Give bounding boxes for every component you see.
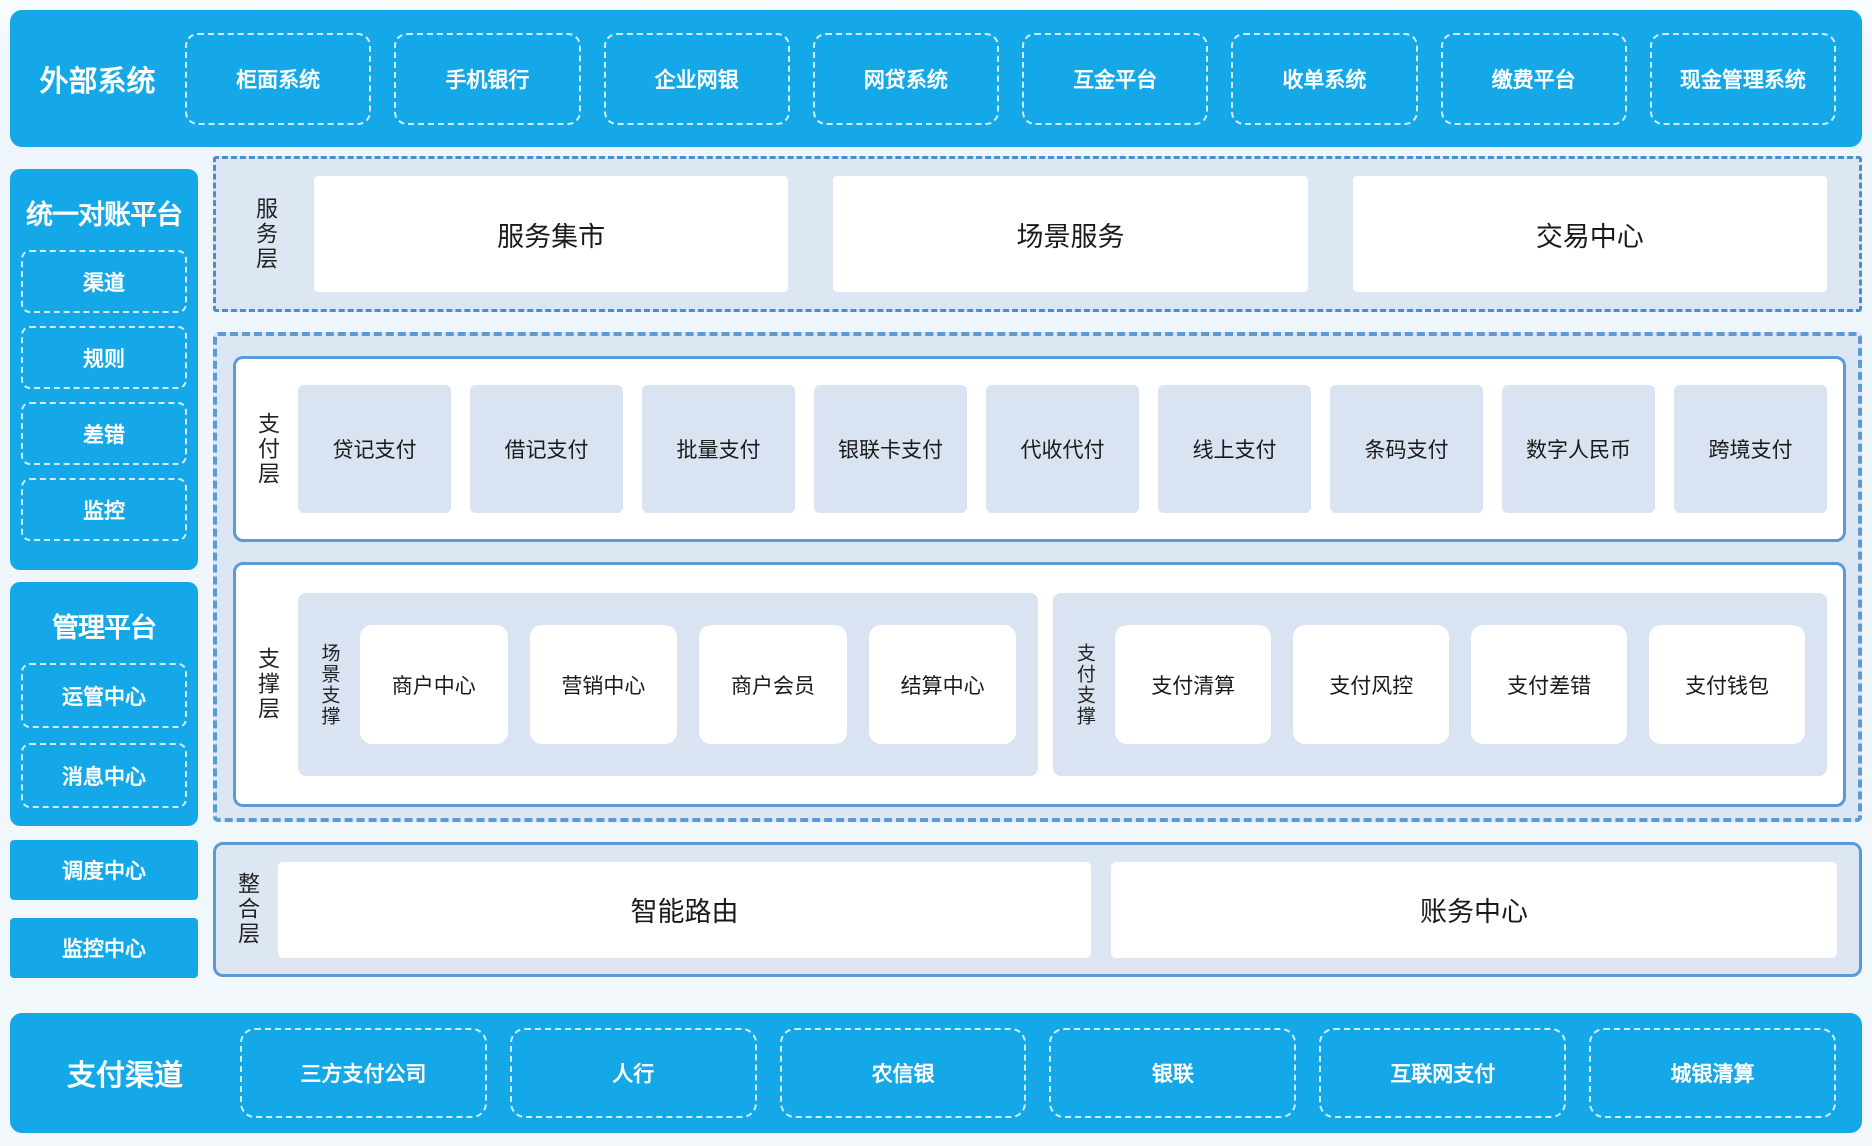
integration-layer-label-col: 整合层 (216, 872, 278, 947)
integration-layer-label: 整合层 (235, 872, 260, 947)
support-layer-label: 支撑层 (255, 647, 280, 722)
payment-support-items: 支付清算 支付风控 支付差错 支付钱包 (1115, 625, 1806, 744)
reconciliation-platform-card: 统一对账平台 渠道 规则 差错 监控 (10, 169, 198, 570)
payment-channels-title: 支付渠道 (66, 1060, 183, 1092)
node-settlement-center: 结算中心 (868, 625, 1017, 744)
node-credit-payment: 贷记支付 (298, 385, 451, 513)
node-monitor-center: 监控中心 (10, 918, 198, 978)
node-dispatch-center: 调度中心 (10, 840, 198, 900)
node-mobile-banking: 手机银行 (394, 32, 581, 125)
scene-support-panel: 场景支撑 商户中心 营销中心 商户会员 结算中心 (298, 593, 1039, 776)
reconciliation-platform-title: 统一对账平台 (26, 200, 183, 230)
node-smart-routing: 智能路由 (278, 861, 1092, 958)
external-systems-list: 柜面系统 手机银行 企业网银 网贷系统 互金平台 收单系统 缴费平台 现金管理系… (185, 32, 1836, 125)
node-third-party-payment-company: 三方支付公司 (240, 1028, 487, 1118)
node-batch-payment: 批量支付 (642, 385, 795, 513)
node-message-center: 消息中心 (21, 743, 187, 808)
external-systems-title: 外部系统 (39, 65, 156, 98)
integration-layer-items: 智能路由 账务中心 (278, 861, 1837, 958)
support-layer-groups: 场景支撑 商户中心 营销中心 商户会员 结算中心 支付支撑 (298, 593, 1827, 776)
left-sidebar: 统一对账平台 渠道 规则 差错 监控 管理平台 运管中心 消息中心 调度中心 监… (10, 156, 198, 978)
node-digital-rmb: 数字人民币 (1502, 385, 1655, 513)
node-marketing-center: 营销中心 (529, 625, 678, 744)
payment-support-label-col: 支付支撑 (1053, 643, 1115, 727)
payment-channels-band: 支付渠道 三方支付公司 人行 农信银 银联 互联网支付 城银清算 (10, 1013, 1862, 1133)
service-layer-panel: 服务层 服务集市 场景服务 交易中心 (213, 156, 1862, 312)
node-scenario-service: 场景服务 (833, 176, 1308, 292)
node-online-loan-system: 网贷系统 (812, 32, 999, 125)
external-systems-band: 外部系统 柜面系统 手机银行 企业网银 网贷系统 互金平台 收单系统 缴费平台 … (10, 10, 1862, 147)
service-layer-label: 服务层 (253, 196, 278, 272)
scene-support-label: 场景支撑 (318, 642, 340, 727)
management-platform-card: 管理平台 运管中心 消息中心 (10, 582, 198, 826)
node-rural-credit-bank: 农信银 (779, 1028, 1027, 1118)
node-payment-clearing: 支付清算 (1115, 625, 1272, 744)
node-acquiring-system: 收单系统 (1231, 32, 1418, 125)
node-discrepancy: 差错 (21, 402, 187, 465)
node-online-payment: 线上支付 (1158, 385, 1311, 513)
payment-layer-label: 支付层 (255, 411, 280, 487)
node-payment-risk-control: 支付风控 (1293, 625, 1450, 744)
node-service-market: 服务集市 (314, 176, 789, 292)
payment-support-label: 支付支撑 (1073, 642, 1095, 727)
node-transaction-center: 交易中心 (1352, 176, 1827, 292)
scene-support-items: 商户中心 营销中心 商户会员 结算中心 (360, 625, 1017, 744)
scene-support-label-col: 场景支撑 (298, 643, 360, 727)
node-merchant-member: 商户会员 (699, 625, 847, 744)
node-fee-payment-platform: 缴费平台 (1440, 32, 1627, 125)
node-city-bank-clearing: 城银清算 (1589, 1028, 1836, 1118)
core-layers-container: 支付层 贷记支付 借记支付 批量支付 银联卡支付 代收代付 线上支付 条码支付 … (213, 332, 1862, 822)
diagram-body: 统一对账平台 渠道 规则 差错 监控 管理平台 运管中心 消息中心 调度中心 监… (10, 156, 1862, 978)
node-unionpay-card-payment: 银联卡支付 (814, 385, 967, 513)
payment-support-panel: 支付支撑 支付清算 支付风控 支付差错 支付钱包 (1053, 593, 1827, 776)
node-cash-management-system: 现金管理系统 (1649, 32, 1836, 125)
node-internet-payment: 互联网支付 (1319, 1028, 1567, 1118)
node-payment-discrepancy: 支付差错 (1471, 625, 1628, 744)
node-corporate-ebank: 企业网银 (603, 32, 790, 125)
support-layer-box: 支撑层 场景支撑 商户中心 营销中心 商户会员 结算中心 (233, 562, 1846, 807)
node-counter-system: 柜面系统 (185, 32, 372, 125)
node-channel: 渠道 (21, 250, 187, 313)
node-payment-wallet: 支付钱包 (1649, 625, 1806, 744)
node-rules: 规则 (21, 326, 187, 389)
node-internet-finance-platform: 互金平台 (1022, 32, 1209, 125)
node-cross-border-payment: 跨境支付 (1674, 385, 1827, 513)
node-operation-center: 运管中心 (21, 663, 187, 728)
payment-layer-items: 贷记支付 借记支付 批量支付 银联卡支付 代收代付 线上支付 条码支付 数字人民… (298, 385, 1827, 513)
node-collection-payment: 代收代付 (986, 385, 1139, 513)
node-barcode-payment: 条码支付 (1330, 385, 1483, 513)
management-platform-title: 管理平台 (52, 613, 157, 643)
integration-layer-box: 整合层 智能路由 账务中心 (213, 842, 1862, 977)
payment-layer-label-col: 支付层 (236, 412, 298, 487)
node-monitoring: 监控 (21, 478, 187, 541)
service-layer-items: 服务集市 场景服务 交易中心 (314, 176, 1827, 292)
support-layer-label-col: 支撑层 (236, 647, 298, 722)
payment-layer-box: 支付层 贷记支付 借记支付 批量支付 银联卡支付 代收代付 线上支付 条码支付 … (233, 356, 1846, 542)
node-merchant-center: 商户中心 (360, 625, 508, 744)
main-column: 服务层 服务集市 场景服务 交易中心 支付层 贷记支付 借记支付 (213, 156, 1862, 978)
node-pboc: 人行 (509, 1028, 757, 1118)
node-unionpay: 银联 (1049, 1028, 1297, 1118)
node-accounting-center: 账务中心 (1111, 861, 1837, 958)
node-debit-payment: 借记支付 (470, 385, 623, 513)
service-layer-label-col: 服务层 (216, 197, 314, 272)
payment-channels-list: 三方支付公司 人行 农信银 银联 互联网支付 城银清算 (240, 1028, 1836, 1118)
